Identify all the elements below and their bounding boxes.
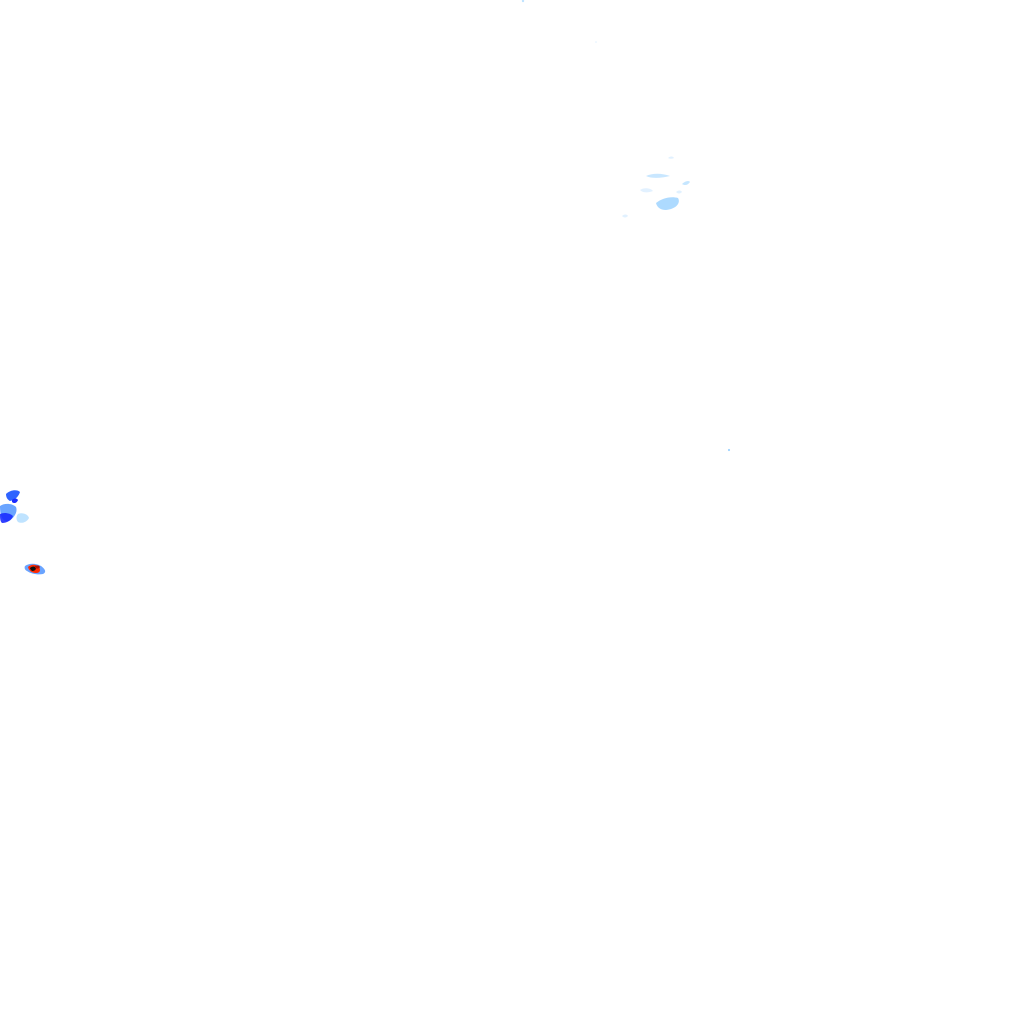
precip-patch	[16, 513, 29, 523]
precip-patch	[682, 180, 690, 186]
speck	[521, 0, 525, 3]
speck	[595, 41, 597, 43]
isolated-specks	[521, 0, 731, 452]
western-precipitation-cluster	[0, 490, 29, 523]
northeast-light-precipitation	[622, 156, 690, 218]
speck	[727, 448, 731, 452]
precip-patch	[646, 173, 670, 178]
precip-patch	[676, 190, 682, 194]
precip-patch	[622, 214, 628, 218]
precip-patch	[12, 498, 18, 504]
precip-patch	[6, 490, 20, 501]
precip-patch	[668, 156, 674, 159]
precip-patch	[0, 512, 13, 523]
precip-core-accent	[35, 565, 40, 569]
southwest-intense-cell	[24, 563, 46, 575]
precip-core-dark	[30, 566, 36, 571]
precip-patch	[640, 188, 653, 193]
precip-patch	[656, 197, 679, 210]
